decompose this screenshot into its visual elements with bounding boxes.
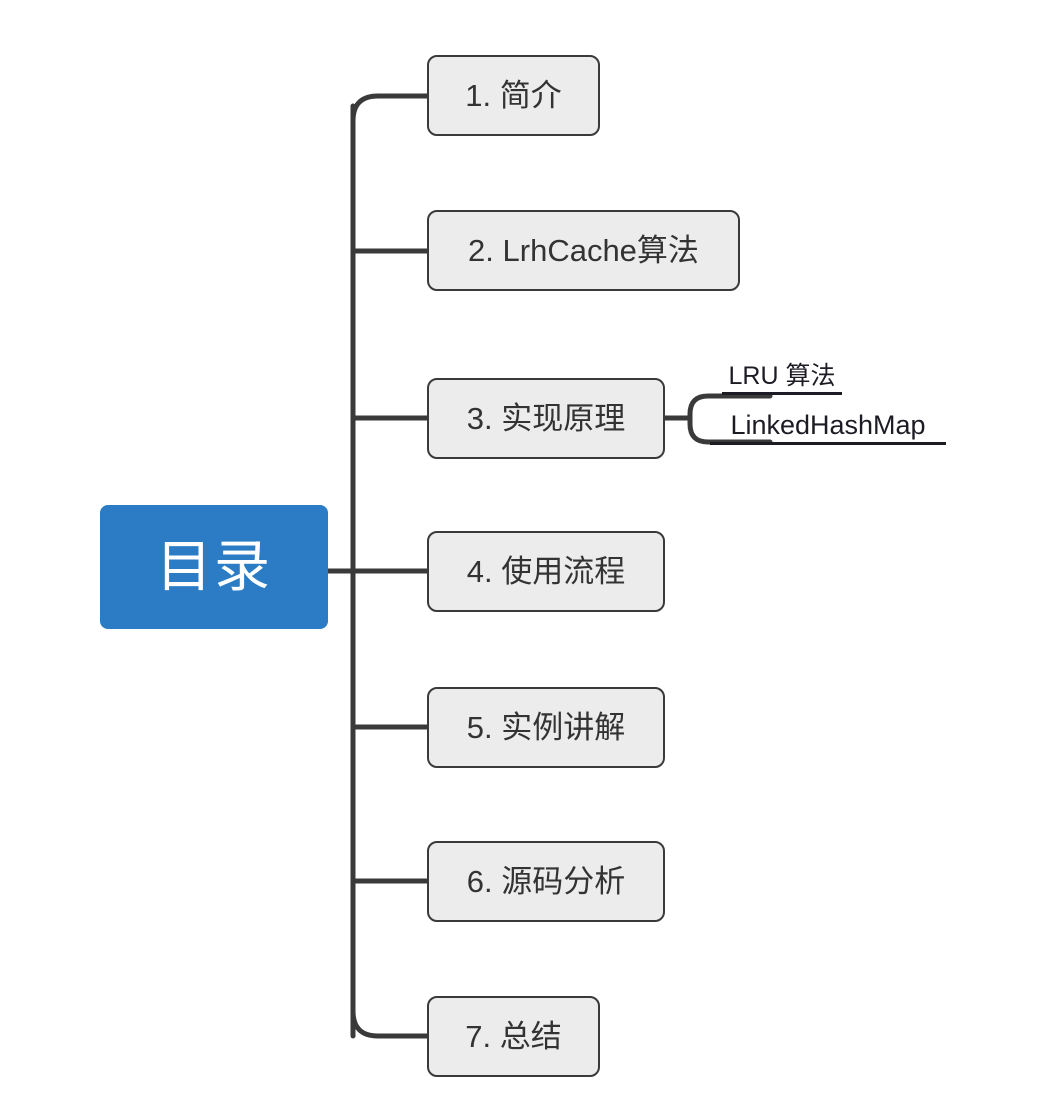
branch-node-1-label: 1. 简介: [465, 78, 562, 113]
branch-node-4[interactable]: 4. 使用流程: [427, 531, 665, 612]
sub-node-lru-label: LRU 算法: [728, 362, 836, 390]
edge-trunk-to-b1: [350, 93, 430, 124]
branch-node-6[interactable]: 6. 源码分析: [427, 841, 665, 922]
sub-node-linkedhashmap-underline: [710, 442, 946, 446]
branch-node-3-label: 3. 实现原理: [466, 401, 626, 436]
branch-node-7-label: 7. 总结: [465, 1019, 562, 1054]
branch-node-5-label: 5. 实例讲解: [466, 710, 626, 745]
branch-node-7[interactable]: 7. 总结: [427, 996, 600, 1077]
branch-node-2-label: 2. LrhCache算法: [468, 233, 699, 268]
branch-node-5[interactable]: 5. 实例讲解: [427, 687, 665, 768]
sub-node-linkedhashmap-label: LinkedHashMap: [730, 410, 926, 440]
sub-node-lru[interactable]: LRU 算法: [722, 362, 842, 396]
branch-node-4-label: 4. 使用流程: [466, 554, 626, 589]
branch-node-3[interactable]: 3. 实现原理: [427, 378, 665, 459]
branch-node-2[interactable]: 2. LrhCache算法: [427, 210, 740, 291]
branch-node-1[interactable]: 1. 简介: [427, 55, 600, 136]
sub-node-linkedhashmap[interactable]: LinkedHashMap: [710, 410, 946, 446]
sub-node-lru-underline: [722, 392, 842, 396]
root-node-label: 目录: [156, 535, 272, 598]
root-node[interactable]: 目录: [100, 505, 328, 629]
edge-trunk-to-b7: [350, 1008, 430, 1039]
branch-node-6-label: 6. 源码分析: [466, 864, 626, 899]
